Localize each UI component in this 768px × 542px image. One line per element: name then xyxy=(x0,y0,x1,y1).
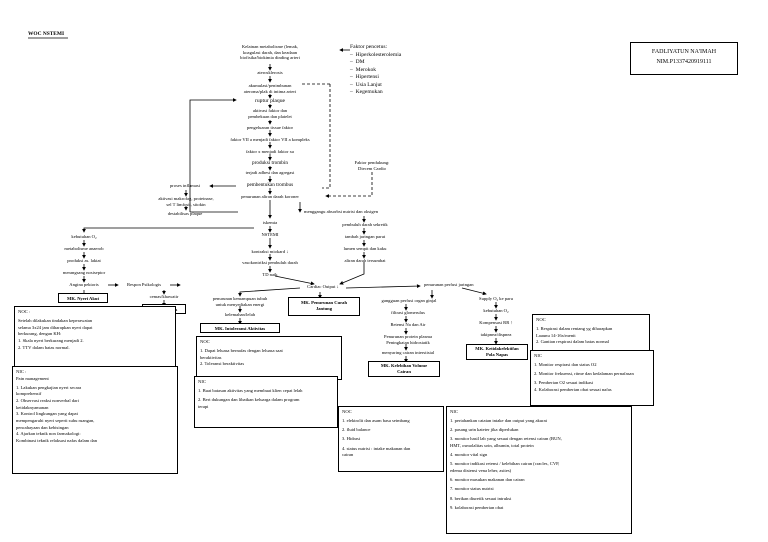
node-adhesion: terjadi adhesi dan agregasi xyxy=(245,170,295,175)
node-factor-x: faktor x menjadi faktor xa xyxy=(246,149,294,154)
node-plaque-rupture: ruptur plaque xyxy=(255,98,285,104)
risk-item: – Hiperkolesterolemia xyxy=(350,51,402,58)
nic-activity-box: NIC 1. Buat batasan aktivitas yang membu… xyxy=(194,376,338,428)
author-nim: NIM.P1337420919111 xyxy=(656,59,712,65)
node-thrombus: pembentukan trombus xyxy=(246,182,294,188)
node-lactic-acid: produksi as. laktat xyxy=(67,258,101,263)
node-angina: Angina pektoris xyxy=(69,282,99,287)
node-nociceptor: merangsang nosiseptor xyxy=(62,270,106,275)
noc-pain-box: NOC : Setelah dilakukan tindakan keperaw… xyxy=(14,306,176,370)
node-o2-need: kebutuhan O₂ xyxy=(483,308,509,313)
node-anaerobic: metabolisme anaerob xyxy=(64,246,104,251)
node-blocked-flow: aliran darah tersumbat xyxy=(344,258,386,263)
risk-item: – Kegemukan xyxy=(350,89,383,96)
node-anxious: cemas/khawatir xyxy=(149,294,179,299)
node-vasoconstriction: vasokontriksi pembuluh darah xyxy=(242,260,298,265)
node-perfusion: penurunan perfusi jaringan xyxy=(424,282,474,287)
node-interstitial: menyaring cairan interstisial xyxy=(381,350,435,355)
node-psych-response: Respon Psikologis xyxy=(126,282,162,287)
node-fatigue: kelemahan/lelah xyxy=(224,312,256,317)
node-renal-perfusion: gangguan perfusi organ ginjal xyxy=(381,298,437,303)
dx-acute-pain: MK. Nyeri Akut xyxy=(58,293,108,303)
risk-item: – Usia Lanjut xyxy=(350,81,382,88)
node-glomerular: filtrasi glomerulus xyxy=(391,310,425,315)
dx-activity-intolerance: MK. Intoleransi Aktivitas xyxy=(200,323,280,333)
node-na-retention: Retensi Na dan Air xyxy=(390,322,426,327)
noc-breath-box: NOC 1. Respirasi dalam rentang yg dihara… xyxy=(532,314,650,356)
node-o2-demand: kebutuhan O₂ xyxy=(71,234,97,239)
node-atherosclerosis: aterosklerosis xyxy=(257,70,283,75)
risk-item: – Hipertensi xyxy=(350,74,379,81)
node-rr-compensation: Kompensasi RR ↑ xyxy=(479,320,513,325)
node-tachypnea: takipnea/dispnea xyxy=(480,332,512,337)
node-narrow-lumen: lumen sempit dan kaku xyxy=(343,246,387,251)
node-inflammation: proses inflamasi xyxy=(170,183,200,188)
author-name: FADLIYATUN NA'IMAH xyxy=(651,49,717,55)
node-cardiac-output: Cardiac Output ↓ xyxy=(307,284,339,289)
node-bp-rise: TD naik xyxy=(262,272,278,277)
node-contraction: kontraksi miokard ↓ xyxy=(251,249,289,254)
node-absorption: menggangu absorbsi nutrisi dan oksigen xyxy=(304,209,379,214)
noc-activity-box: NOC 1. Dapat leluasa bernafas dengan lel… xyxy=(196,336,342,380)
risk-item: – DM xyxy=(350,59,365,66)
node-coronary-flow: penurunan aliran darah koroner xyxy=(241,194,299,199)
node-destabilization: destabilisas plaque xyxy=(167,211,203,216)
node-o2-supply: Supply O₂ ke paru xyxy=(479,296,513,301)
risk-factors-label: Faktor pencetus: xyxy=(350,44,388,50)
nic-breath-box: NIC 1. Monitor respirasi dan status O2 2… xyxy=(530,350,654,406)
noc-fluid-box: NOC 1. elektrolit dan asam basa seimbang… xyxy=(338,406,444,472)
node-thrombin: produksi trombin xyxy=(252,160,288,166)
node-macrophage: aktivasi makrofag, proteinase,sel T limf… xyxy=(158,196,214,207)
supporting-factors: Faktor pendukung:Diecem Cardio xyxy=(354,160,390,171)
node-ischemia: iskemia xyxy=(262,220,278,225)
page-title: WOC NSTEMI xyxy=(28,31,65,37)
node-nstemi: NSTEMI xyxy=(261,232,279,237)
node-scar-tissue: tambah jaringan parut xyxy=(344,234,386,239)
node-metabolism: Kelainan metabolisme (lemak,koagulasi da… xyxy=(240,44,300,61)
node-tissue-factor: pengeluaran tissue faktor xyxy=(246,125,294,130)
risk-item: – Merokok xyxy=(350,66,377,73)
nic-fluid-box: NIC 1. pertahankan catatan intake dan ou… xyxy=(446,406,632,534)
node-factor-vii: faktor VII a menjadi faktor VII a komple… xyxy=(230,137,310,142)
node-sclerotic-vessels: pembuluh darah sekretik xyxy=(342,222,388,227)
author-box: FADLIYATUN NA'IMAH NIM.P1337420919111 xyxy=(630,42,738,75)
risk-factors: Faktor pencetus: – Hiperkolesterolemia –… xyxy=(350,44,401,97)
nic-pain-box: NIC : Pain management 1. Lakukan pengkaj… xyxy=(12,366,178,474)
